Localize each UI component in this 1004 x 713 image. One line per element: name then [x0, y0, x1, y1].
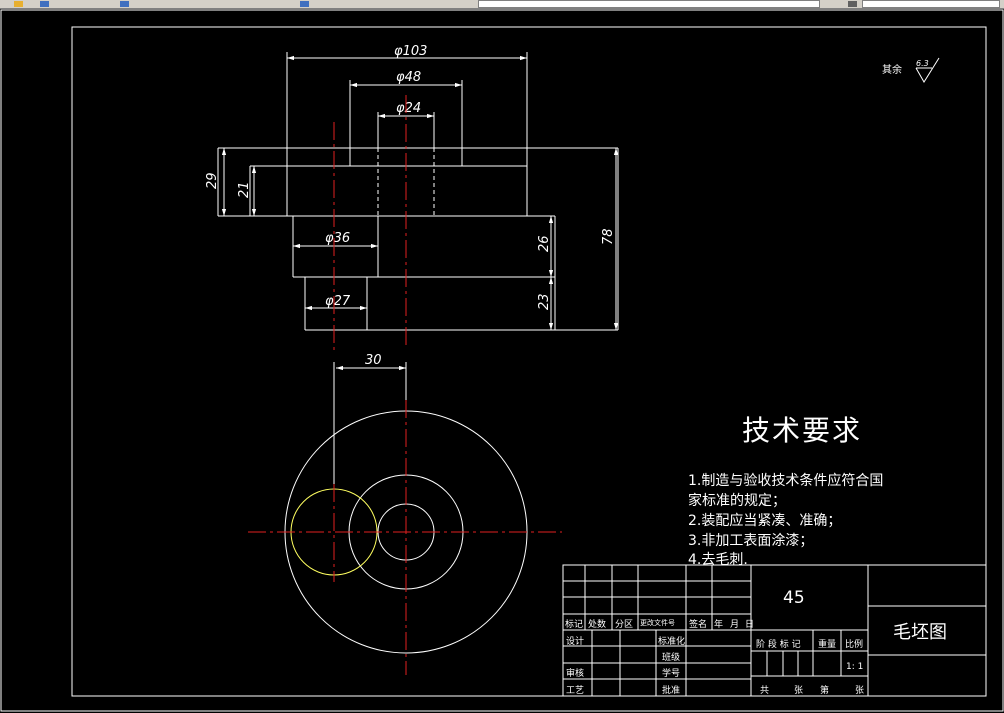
tech-req-line-3: 2.装配应当紧凑、准确；	[688, 513, 842, 529]
tb-stage-mark: 阶 段 标 记	[756, 640, 801, 650]
toolbar-button-icon[interactable]	[120, 1, 129, 7]
roughness-symbol	[915, 57, 940, 83]
linetype-dropdown[interactable]	[862, 0, 1000, 8]
tb-review: 审核	[566, 669, 585, 679]
tb-student-no: 学号	[662, 669, 681, 679]
title-block	[562, 564, 987, 697]
tb-process: 工艺	[566, 686, 585, 696]
roughness-value: 6.3	[916, 59, 929, 68]
toolbar-button-icon[interactable]	[300, 1, 309, 7]
dim-h78: 78	[601, 228, 616, 245]
tb-year: 年	[714, 620, 724, 630]
tech-requirements-title: 技术要求	[742, 414, 863, 447]
top-view	[248, 400, 562, 675]
tb-day: 日	[745, 620, 755, 630]
tech-req-line-5: 4.去毛刺.	[688, 552, 748, 568]
tb-standardize: 标准化	[658, 637, 686, 647]
tb-ratio: 比例	[845, 640, 864, 650]
dimension-texts: φ103 φ48 φ24 φ36 φ27 30 29 21 26 23 78	[205, 44, 616, 368]
tb-total: 共	[760, 686, 770, 696]
toolbar-button-icon[interactable]	[40, 1, 49, 7]
toolbar-button-icon[interactable]	[848, 1, 857, 7]
roughness-label: 其余	[882, 63, 902, 76]
tb-mark: 标记	[565, 620, 584, 630]
dim-d48: φ48	[396, 70, 421, 85]
tb-sheets2: 张	[855, 686, 865, 696]
drawing-frame	[71, 26, 987, 697]
tb-count: 处数	[588, 620, 607, 630]
tech-req-line-2: 家标准的规定；	[688, 493, 786, 509]
tb-doc-no: 更改文件号	[640, 619, 675, 627]
tb-weight: 重量	[818, 640, 837, 650]
dimension-lines	[221, 55, 619, 490]
dim-d36: φ36	[325, 231, 350, 246]
dim-h26: 26	[537, 235, 552, 252]
dim-h29: 29	[205, 172, 220, 189]
layer-dropdown[interactable]	[478, 0, 820, 8]
dim-h21: 21	[237, 181, 252, 198]
tb-class: 班级	[662, 653, 681, 663]
tb-sign: 签名	[689, 620, 708, 630]
dim-d103: φ103	[394, 44, 427, 59]
front-view	[217, 52, 619, 331]
dim-offset30: 30	[365, 353, 382, 368]
tb-month: 月	[730, 620, 740, 630]
drawing-name-text: 毛坯图	[893, 622, 947, 643]
cad-drawing: φ103 φ48 φ24 φ36 φ27 30 29 21 26 23 78 其…	[0, 9, 1004, 712]
tb-scale: 1: 1	[846, 662, 864, 672]
tb-page: 第	[820, 686, 830, 696]
dim-d24: φ24	[396, 101, 421, 116]
toolbar-button-icon[interactable]	[14, 1, 23, 7]
tb-zone: 分区	[615, 620, 634, 630]
drawing-canvas[interactable]: φ103 φ48 φ24 φ36 φ27 30 29 21 26 23 78 其…	[0, 9, 1004, 713]
dim-d27: φ27	[325, 294, 351, 309]
dim-h23: 23	[537, 293, 552, 310]
toolbar	[0, 0, 1004, 9]
tb-approve: 批准	[662, 686, 681, 696]
tb-design: 设计	[566, 637, 585, 647]
sheet-border	[0, 9, 1004, 712]
tech-req-line-4: 3.非加工表面涂漆；	[688, 533, 814, 549]
tech-req-line-1: 1.制造与验收技术条件应符合国	[688, 473, 884, 489]
tb-sheets1: 张	[794, 686, 804, 696]
material-text: 45	[783, 588, 805, 608]
